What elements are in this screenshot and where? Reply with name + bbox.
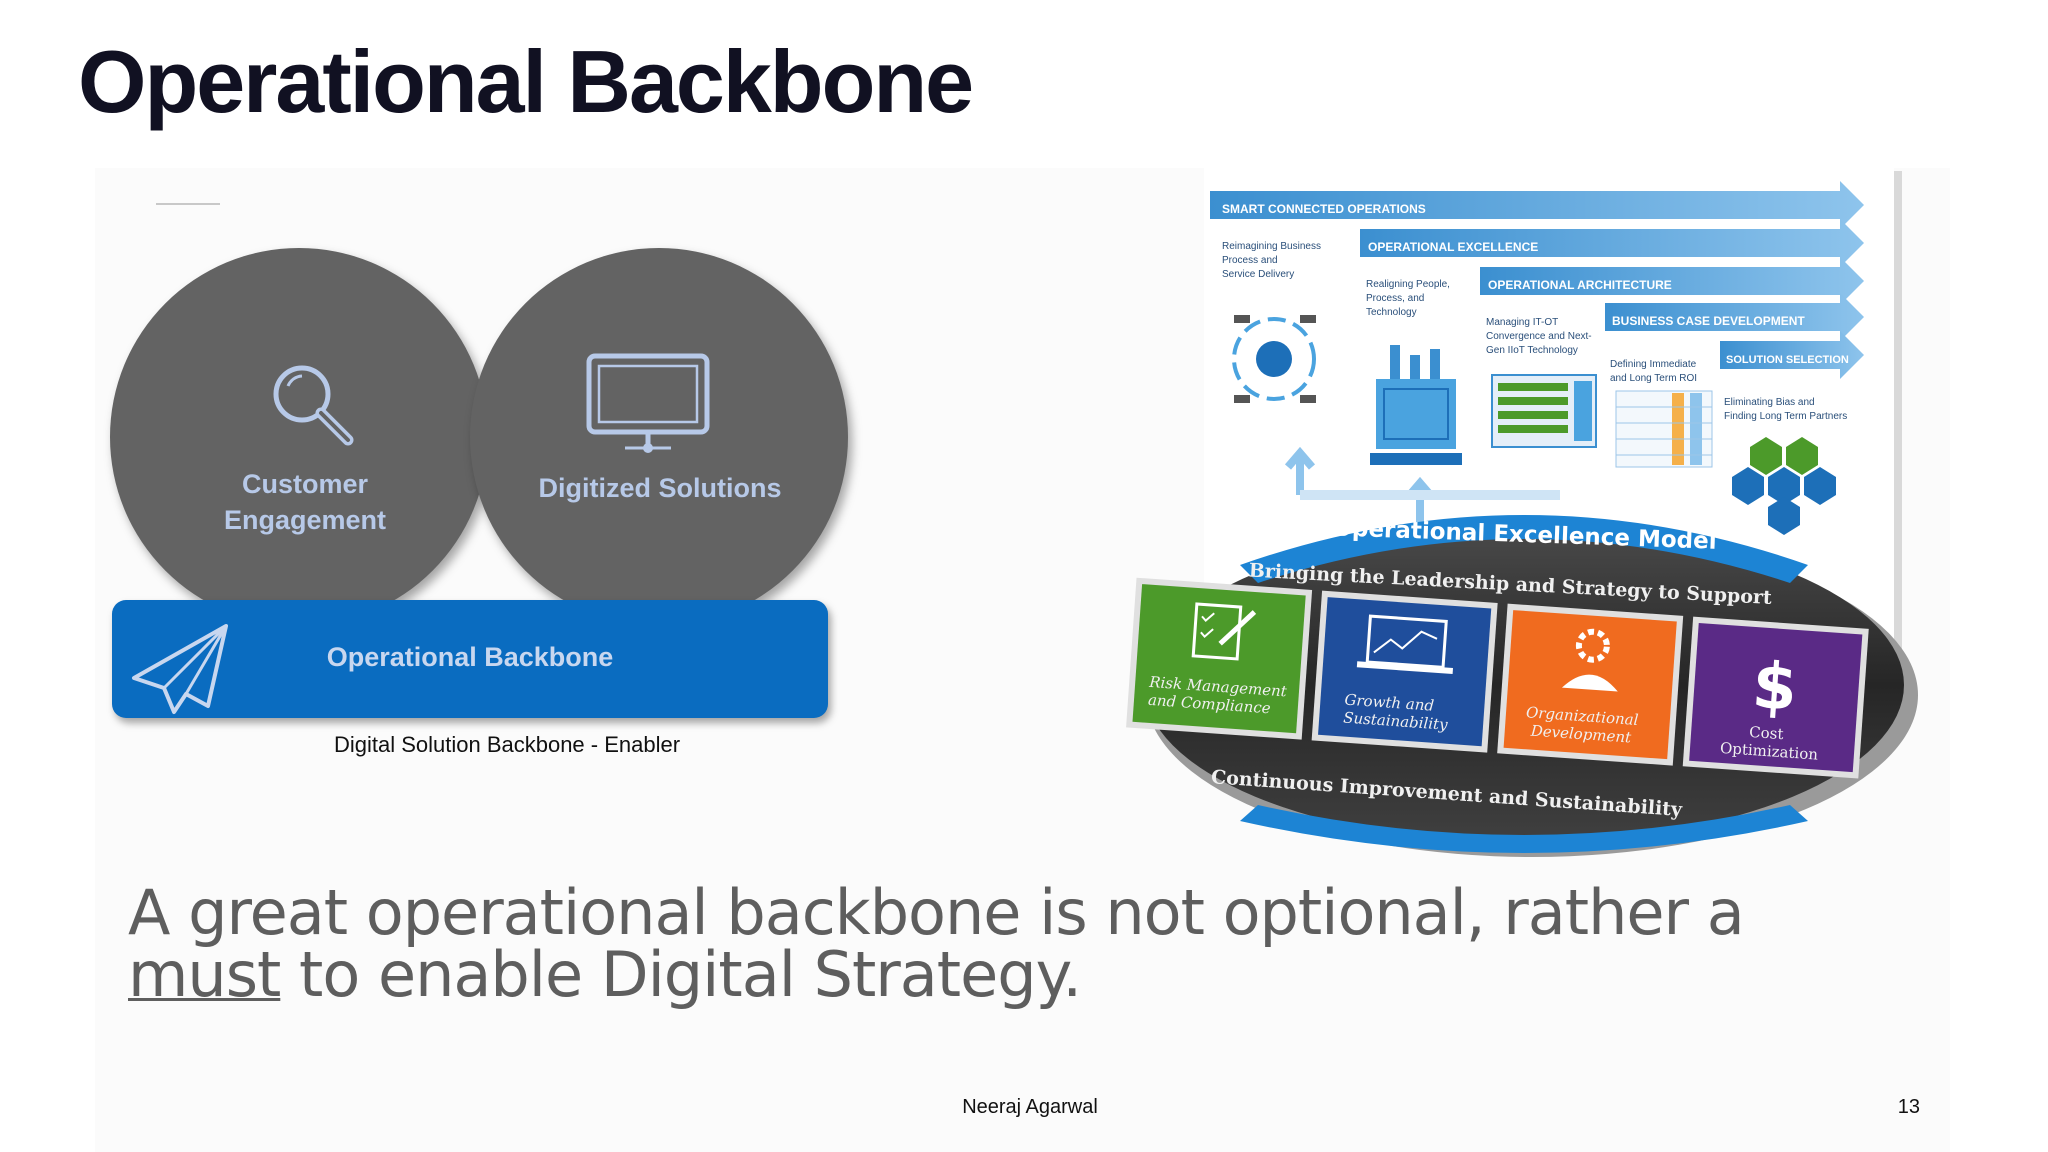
operational-excellence-model-image: SMART CONNECTED OPERATIONS OPERATIONAL E… [1126,165,1918,857]
cycle-diagram-illustration [1232,315,1316,403]
step-3-desc-1: Managing IT-OT [1486,317,1558,328]
tile-risk-management: Risk Management and Compliance [1126,577,1313,740]
key-message-line2: must to enable Digital Strategy. [128,944,1908,1006]
digitized-solutions-label: Digitized Solutions [538,473,782,503]
ring-top-band [1240,515,1808,583]
step-3-desc-3: Gen IIoT Technology [1486,345,1578,356]
factory-illustration [1370,345,1462,465]
customer-engagement-line1: Customer [241,469,369,499]
footer-author: Neeraj Agarwal [962,1096,1098,1118]
page-number: 13 [1897,1096,1920,1118]
operational-backbone-label: Operational Backbone [326,642,614,672]
architecture-illustration [1491,374,1597,448]
checklist-icon [1191,602,1243,661]
customer-engagement-line2: Engagement [223,505,387,535]
step-1-title: SMART CONNECTED OPERATIONS [1222,202,1426,216]
diagram-caption: Digital Solution Backbone - Enabler [333,732,681,757]
monitor-icon [586,353,710,453]
step-2-desc-3: Technology [1366,307,1417,318]
key-message-line1: A great operational backbone is not opti… [128,876,1745,949]
dollar-icon: $ [1750,649,1800,726]
ring-bottom-band [1240,805,1808,853]
step-2-desc-1: Realigning People, [1366,279,1450,290]
roi-table-illustration [1615,390,1713,468]
hexagon-cluster-illustration [1732,437,1836,535]
step-5-title: SOLUTION SELECTION [1726,354,1849,366]
customer-engagement-circle [110,248,488,626]
step-5-desc-1: Eliminating Bias and [1724,397,1815,408]
tile-organizational-development: Organizational Development [1497,603,1684,766]
tile-cost-optimization: $ Cost Optimization [1682,616,1869,779]
step-arrows [1210,181,1864,379]
magnifier-icon [273,365,354,446]
key-message-line2-rest: to enable Digital Strategy. [280,938,1082,1011]
tile-4-label-1: Cost [1749,723,1784,743]
digitized-solutions-circle [470,248,848,626]
step-3-title: OPERATIONAL ARCHITECTURE [1488,278,1672,292]
step-descriptions: Reimagining Business Process and Service… [1222,241,1847,422]
title-divider [156,203,220,205]
slide-title: Operational Backbone [78,32,974,131]
step-1-desc-3: Service Delivery [1222,269,1294,280]
key-message: A great operational backbone is not opti… [128,882,1908,1006]
operational-backbone-band [112,600,828,718]
step-3-desc-2: Convergence and Next- [1486,331,1592,342]
tile-growth-sustainability: Growth and Sustainability [1311,590,1498,753]
step-1-desc-2: Process and [1222,255,1278,266]
gear-person-icon [1575,628,1610,663]
step-4-desc-2: and Long Term ROI [1610,373,1697,384]
step-2-desc-2: Process, and [1366,293,1424,304]
step-2-title: OPERATIONAL EXCELLENCE [1368,240,1538,254]
step-4-title: BUSINESS CASE DEVELOPMENT [1612,314,1805,328]
step-5-desc-2: Finding Long Term Partners [1724,411,1847,422]
emphasis-must: must [128,938,281,1011]
step-4-desc-1: Defining Immediate [1610,359,1697,370]
step-1-desc-1: Reimagining Business [1222,241,1321,252]
paper-plane-icon [132,624,228,714]
customer-engagement-label: Customer Engagement [205,466,405,538]
